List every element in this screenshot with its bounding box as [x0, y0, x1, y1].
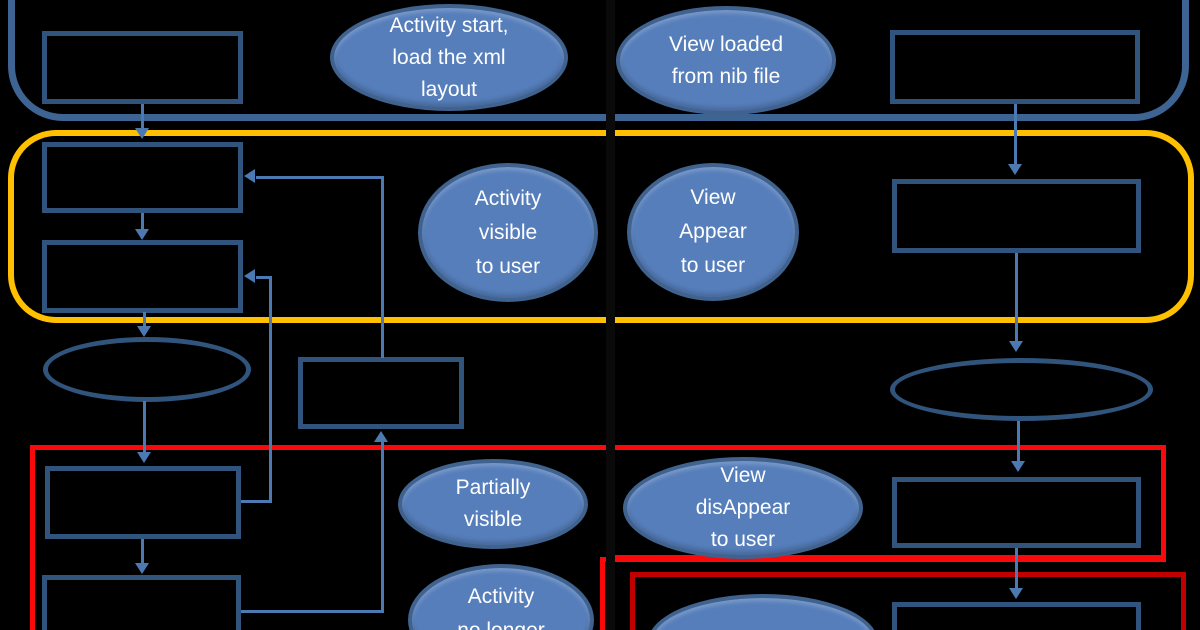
connector-a4-a3-bottom	[241, 500, 272, 503]
arrow-left-icon	[244, 269, 255, 283]
start-phase-container	[8, 0, 1189, 121]
connector-a4-a5	[141, 539, 144, 565]
killable-region-bottom-right	[600, 557, 1166, 630]
arrow-down-icon	[135, 563, 149, 574]
ios-flow-box-4	[892, 602, 1141, 630]
android-flow-box-2	[42, 142, 243, 213]
arrow-down-icon	[137, 452, 151, 463]
connector-oval-b3	[1017, 421, 1020, 463]
connector-restart-a1	[256, 176, 384, 179]
ios-flow-box-3	[892, 477, 1141, 548]
arrow-left-icon	[244, 169, 255, 183]
activity-visible-ellipse: Activity visible to user	[418, 163, 598, 302]
arrow-down-icon	[1009, 341, 1023, 352]
view-loaded-ellipse: View loaded from nib file	[616, 6, 836, 115]
connector-a5-restart	[241, 610, 384, 613]
visible-phase-container	[8, 130, 1194, 323]
connector-b2-oval	[1015, 253, 1018, 343]
arrow-down-icon	[137, 326, 151, 337]
arrow-down-icon	[1009, 588, 1023, 599]
connector-a3-oval	[143, 312, 146, 328]
connector-b3-b4	[1015, 548, 1018, 590]
view-appear-ellipse: View Appear to user	[627, 163, 799, 301]
ios-decision-oval	[890, 358, 1153, 421]
arrow-down-icon	[1011, 461, 1025, 472]
connector-a4-a3-vertical	[269, 278, 272, 503]
connector-a2-a3	[141, 213, 144, 231]
connector-a5-restart-vertical	[381, 442, 384, 613]
view-disappear-ellipse: View disAppear to user	[623, 457, 863, 559]
android-flow-box-1	[42, 31, 243, 104]
connector-oval-a4	[143, 401, 146, 453]
ios-flow-box-1	[890, 30, 1140, 104]
arrow-down-icon	[135, 229, 149, 240]
ios-flow-box-2	[892, 179, 1141, 253]
android-flow-box-4	[45, 466, 241, 539]
android-decision-oval	[43, 337, 251, 402]
activity-start-ellipse: Activity start, load the xml layout	[330, 4, 568, 111]
connector-b1-b2	[1014, 104, 1017, 166]
arrow-down-icon	[135, 128, 149, 139]
partially-visible-ellipse: Partially visible	[398, 459, 588, 549]
android-flow-box-3	[42, 240, 243, 313]
arrow-down-icon	[1008, 164, 1022, 175]
arrow-up-icon	[374, 431, 388, 442]
android-flow-box-5	[42, 575, 241, 630]
destroy-region-bottom-right	[630, 572, 1186, 630]
connector-a1-a2	[141, 104, 144, 130]
restart-flow-box	[298, 357, 464, 429]
column-divider	[606, 0, 615, 630]
connector-a4-a3-top	[256, 276, 272, 279]
connector-restart-a1-vertical	[381, 176, 384, 358]
